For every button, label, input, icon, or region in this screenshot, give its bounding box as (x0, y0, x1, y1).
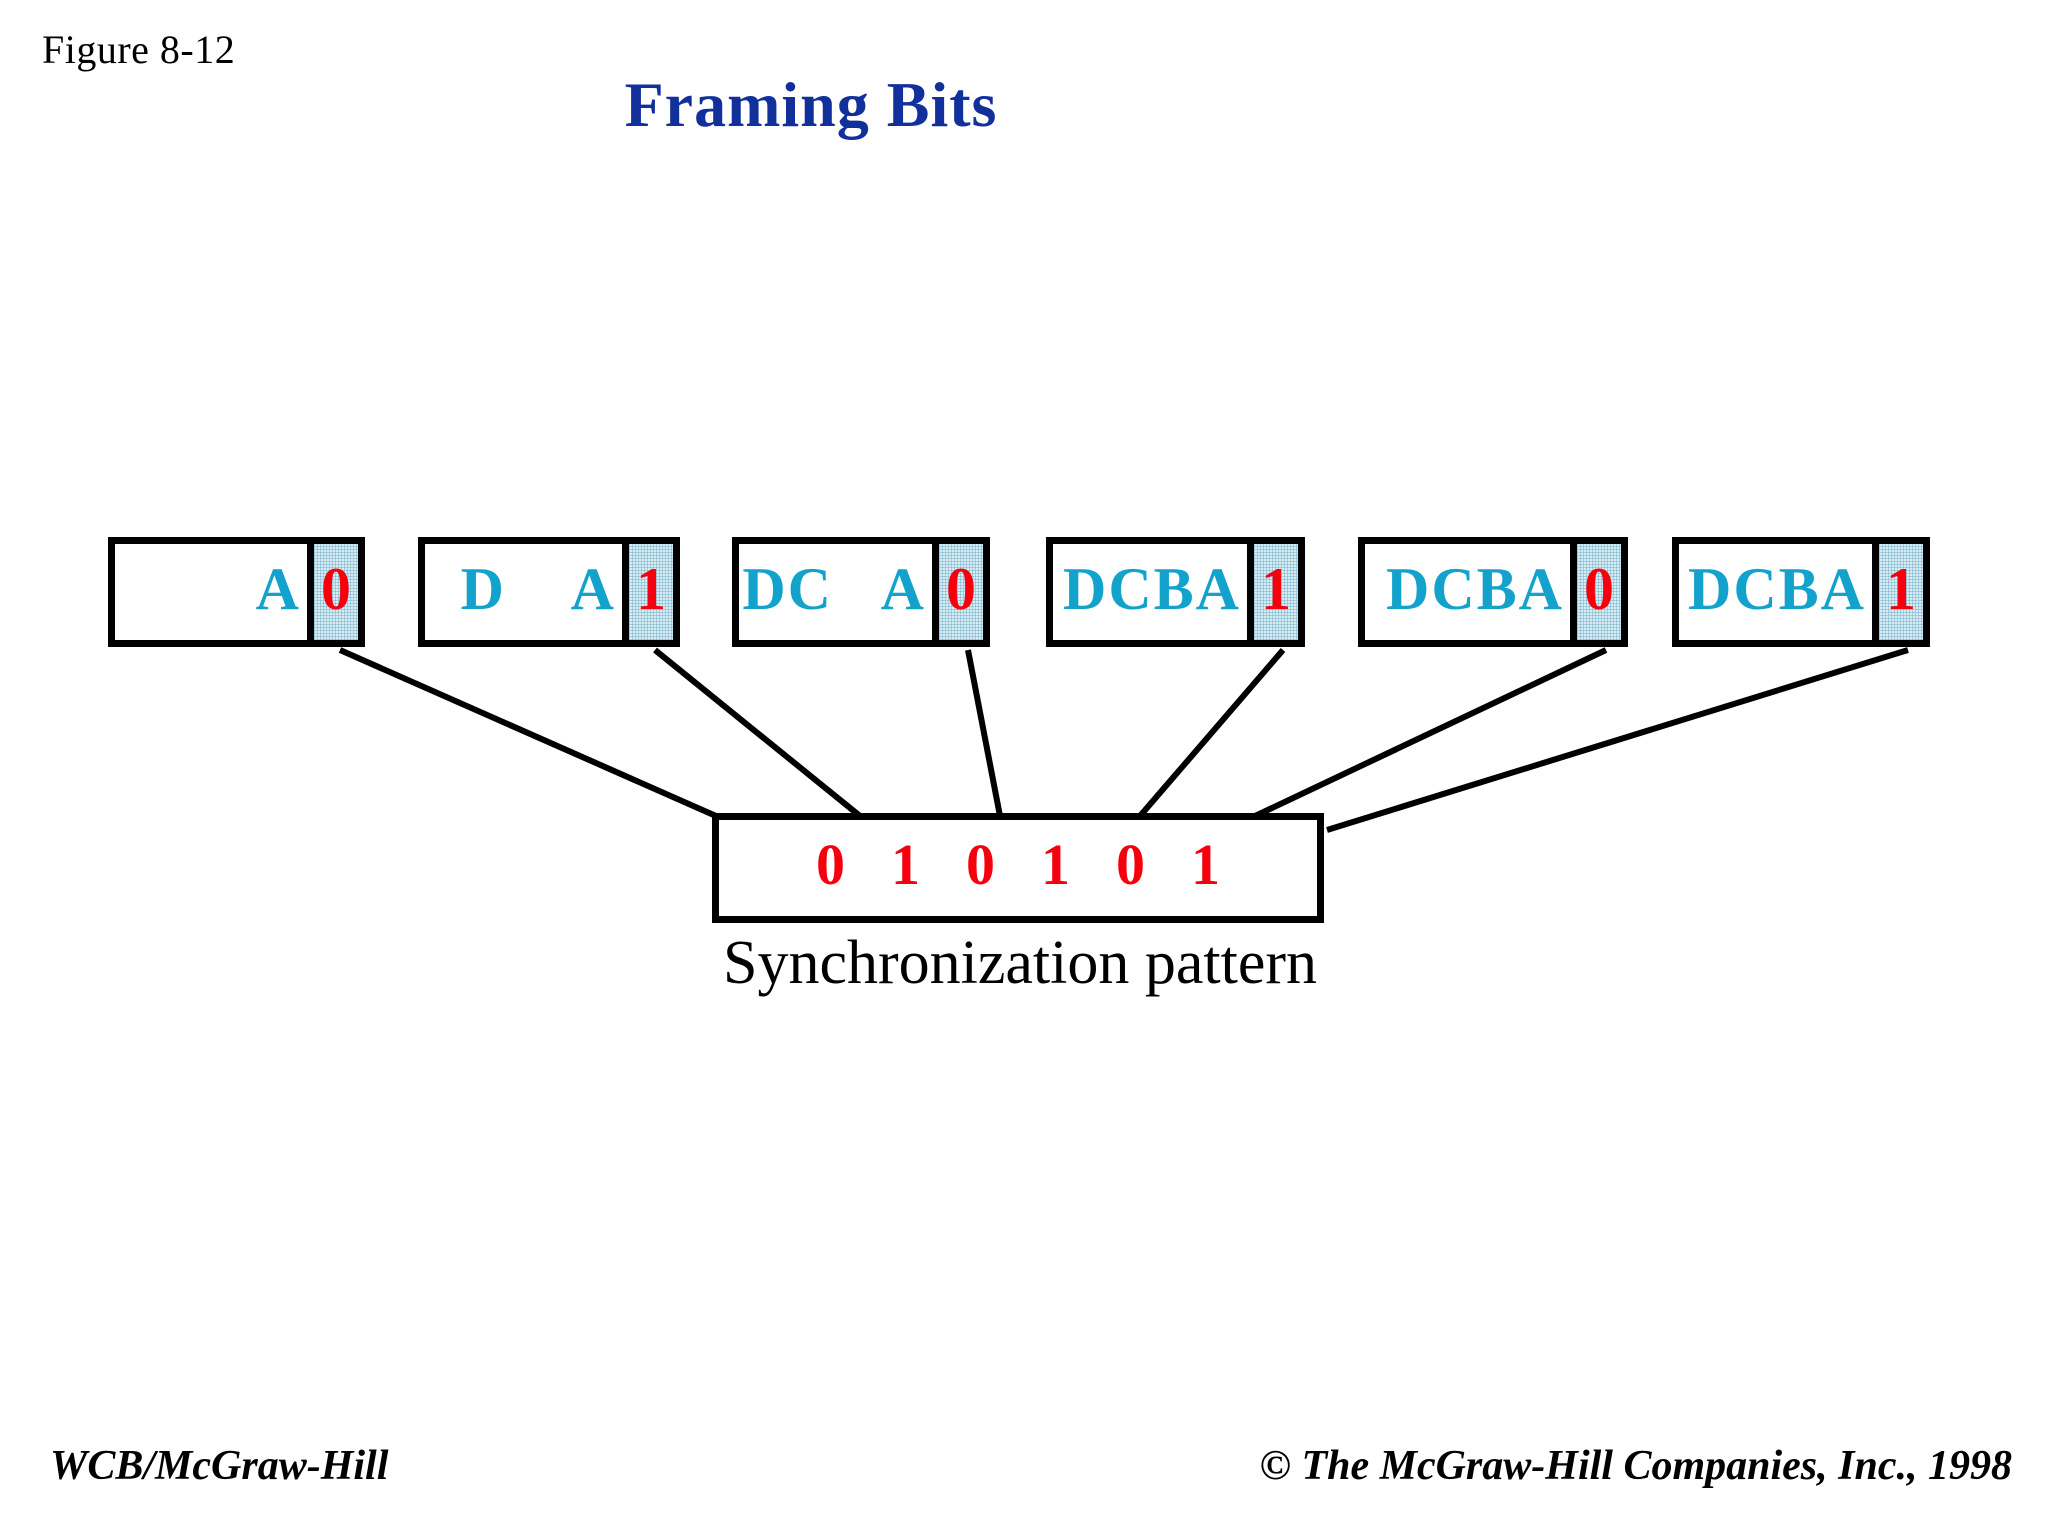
frame-payload-text: A (255, 556, 301, 622)
sync-bit: 0 (1116, 832, 1145, 897)
framing-bit-value: 0 (946, 556, 976, 622)
frame-payload-text: DC A (742, 556, 926, 622)
connector-line (965, 649, 1003, 817)
frame-payload-cell: D A (425, 544, 622, 640)
frame-payload-text: DCBA (1062, 556, 1241, 622)
framing-bit-cell: 0 (1570, 544, 1621, 640)
frame-payload-cell: DCBA (1365, 544, 1570, 640)
framing-bit-value: 0 (1584, 556, 1614, 622)
framing-bit-cell: 1 (1247, 544, 1298, 640)
framing-bit-cell: 1 (1872, 544, 1923, 640)
frame-box: DCBA 0 (1358, 537, 1628, 647)
framing-bit-value: 0 (321, 556, 351, 622)
framing-bit-cell: 0 (307, 544, 358, 640)
figure-label: Figure 8-12 (42, 27, 236, 72)
framing-bit-value: 1 (1886, 556, 1916, 622)
frame-box: DC A 0 (732, 537, 990, 647)
sync-bit: 0 (966, 832, 995, 897)
connector-line (1253, 647, 1608, 819)
connector-line (338, 647, 718, 819)
frame-box: D A 1 (418, 537, 680, 647)
sync-bit: 1 (1041, 832, 1070, 897)
synchronization-pattern-label: Synchronization pattern (723, 929, 1317, 997)
frame-payload-text: DCBA (1687, 556, 1866, 622)
framing-bit-value: 1 (1261, 556, 1291, 622)
connector-line (653, 647, 862, 819)
framing-bit-cell: 0 (932, 544, 983, 640)
frame-box: DCBA 1 (1672, 537, 1930, 647)
frame-payload-cell: DCBA (1053, 544, 1247, 640)
connector-line (1137, 648, 1286, 818)
frame-payload-cell: DCBA (1679, 544, 1872, 640)
frame-payload-cell: DC A (739, 544, 932, 640)
frame-payload-text: D A (460, 556, 616, 622)
connector-line (1326, 647, 1909, 833)
frame-box: DCBA 1 (1046, 537, 1305, 647)
frame-payload-cell: A (115, 544, 307, 640)
footer-publisher: WCB/McGraw-Hill (50, 1443, 389, 1489)
footer-copyright: © The McGraw-Hill Companies, Inc., 1998 (1259, 1443, 2012, 1489)
page-title-text: Framing Bits (624, 69, 998, 140)
sync-bit: 1 (891, 832, 920, 897)
page-title: Framing Bits (0, 68, 2048, 142)
sync-bit: 0 (816, 832, 845, 897)
framing-bit-cell: 1 (622, 544, 673, 640)
frame-payload-text: DCBA (1385, 556, 1564, 622)
framing-bit-value: 1 (636, 556, 666, 622)
sync-bit: 1 (1191, 832, 1220, 897)
